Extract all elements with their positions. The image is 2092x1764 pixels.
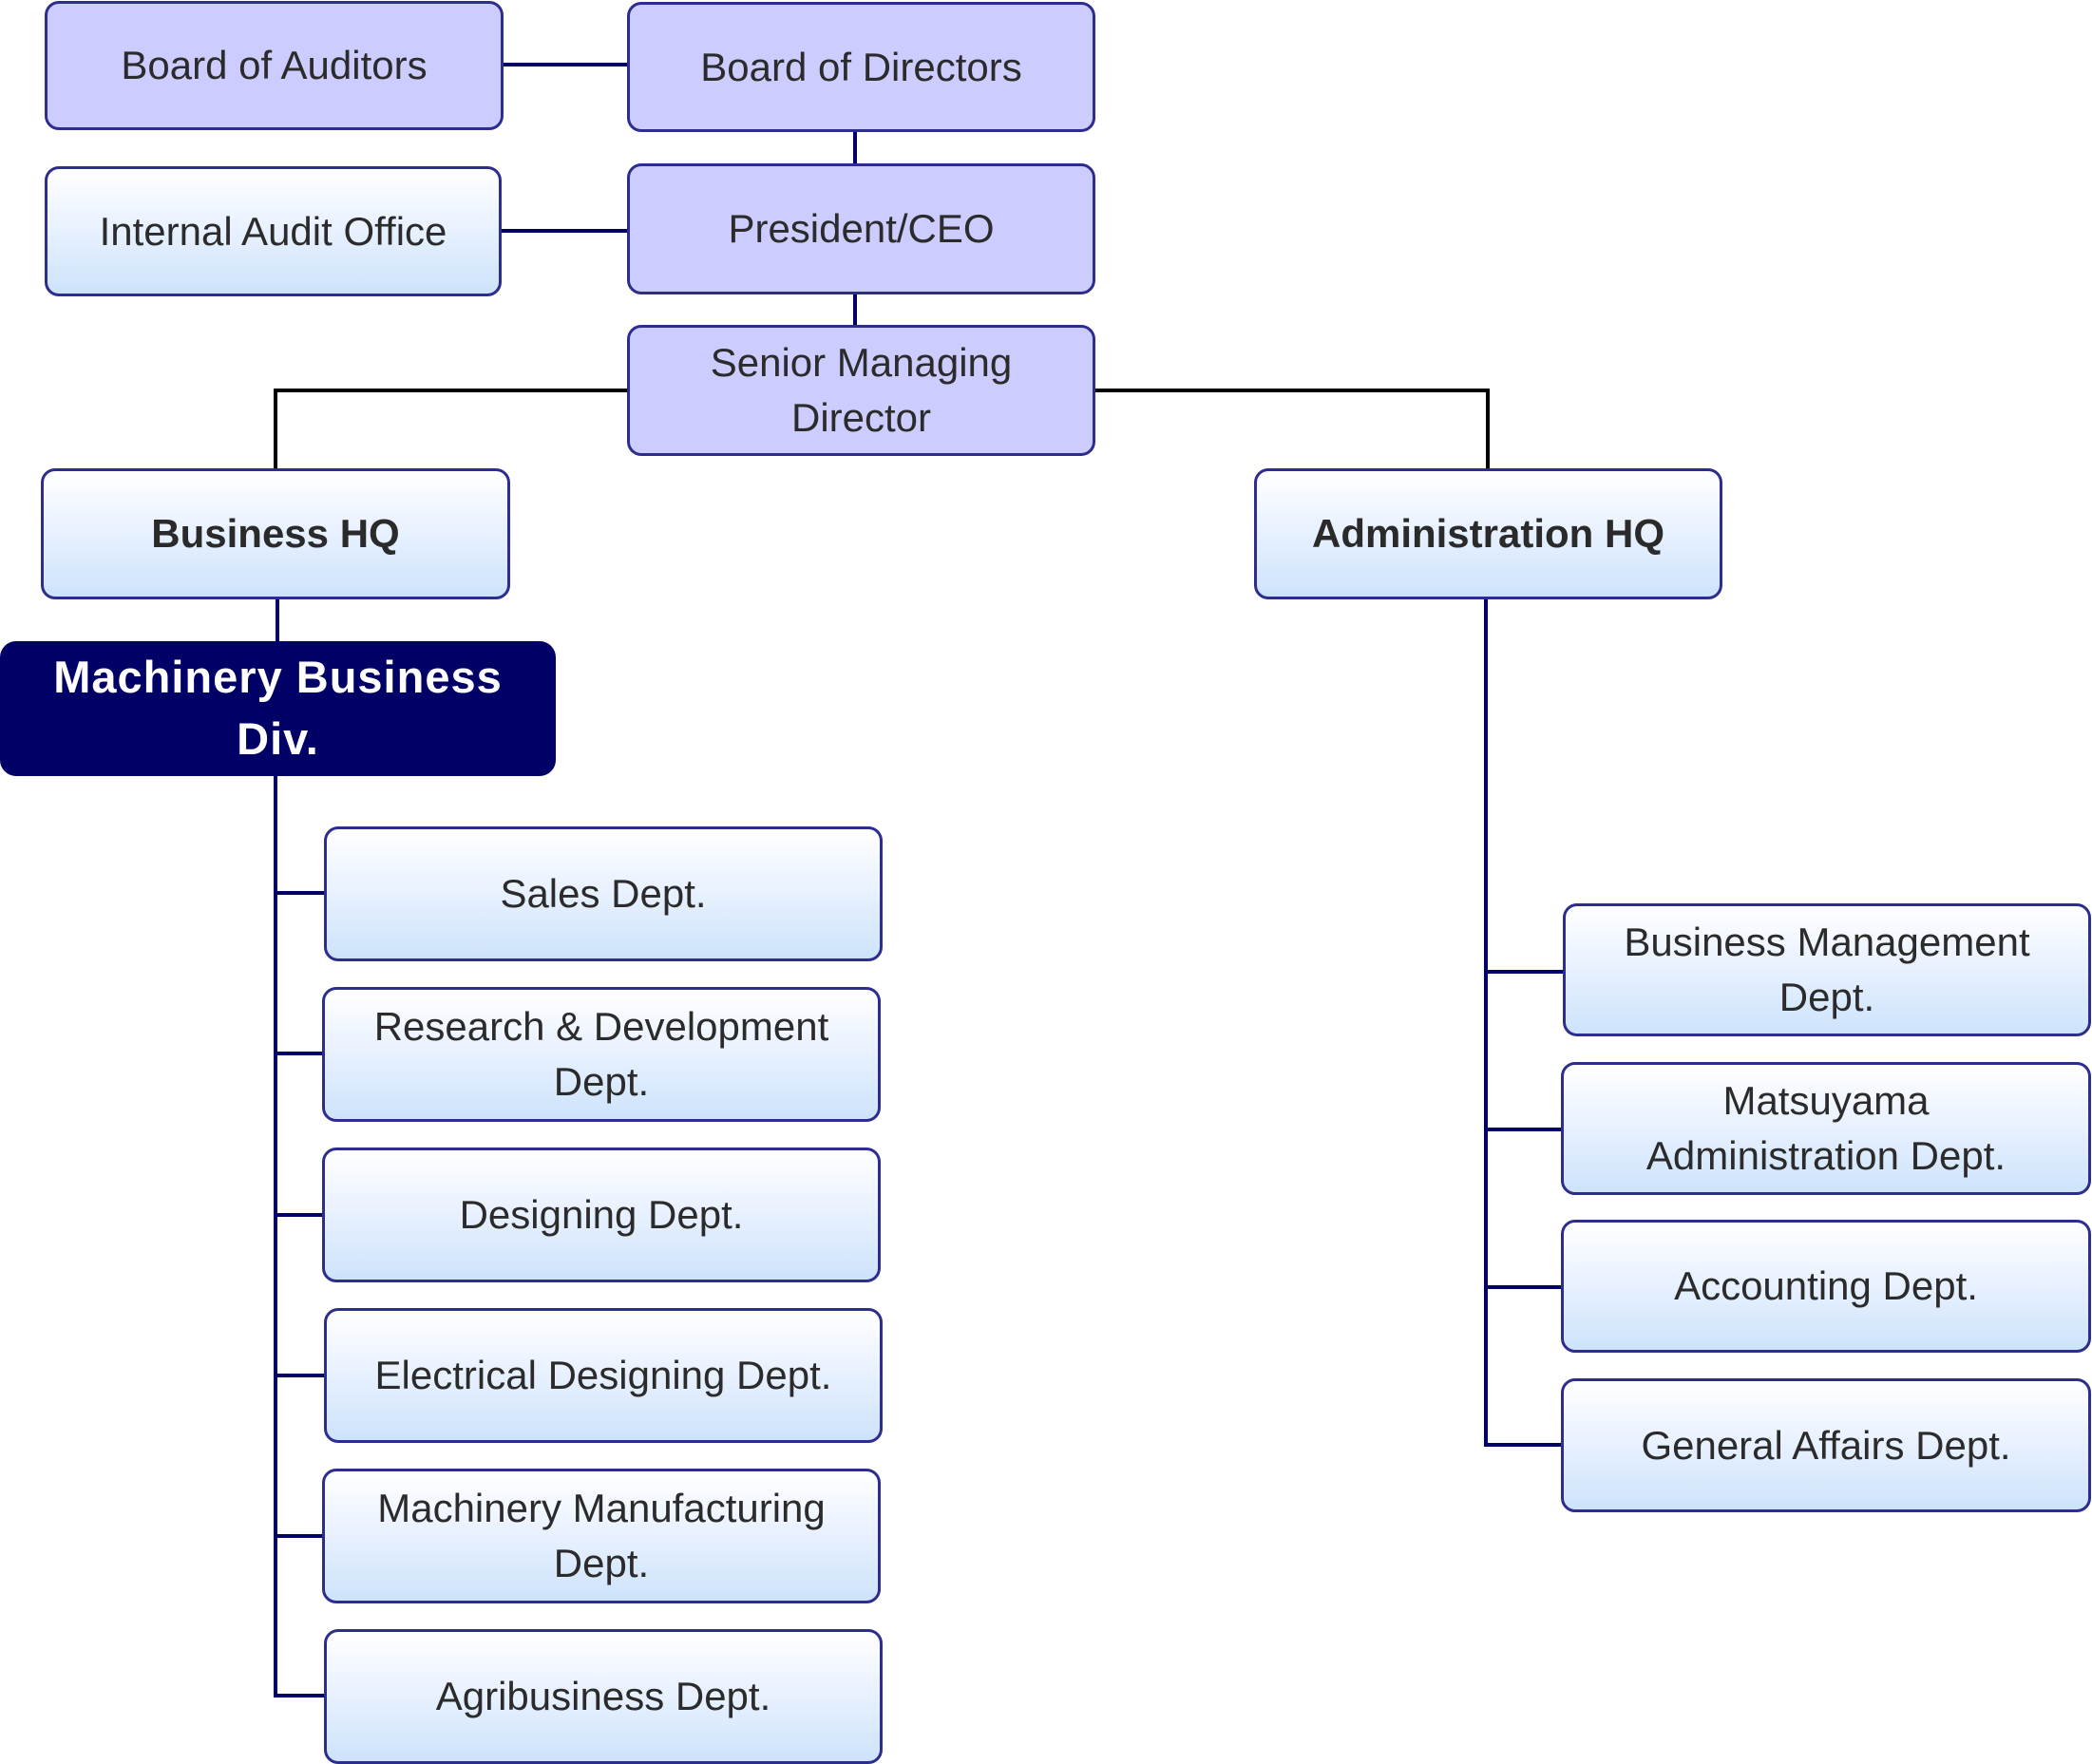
connector-senior-director-admin-hq bbox=[1094, 389, 1490, 470]
rd-dept-box: Research & Development Dept. bbox=[322, 987, 881, 1122]
matsuyama-administration-dept-box: Matsuyama Administration Dept. bbox=[1561, 1062, 2091, 1195]
agribusiness-dept-box: Agribusiness Dept. bbox=[324, 1629, 883, 1764]
business-management-dept-label: Business Management Dept. bbox=[1624, 920, 2030, 1019]
president-ceo-label: President/CEO bbox=[728, 206, 995, 252]
internal-audit-office-label: Internal Audit Office bbox=[99, 208, 447, 254]
board-of-auditors-box: Board of Auditors bbox=[45, 1, 504, 130]
board-of-directors-box: Board of Directors bbox=[627, 2, 1095, 132]
matsuyama-administration-dept-label: Matsuyama Administration Dept. bbox=[1645, 1078, 2006, 1178]
general-affairs-dept-label: General Affairs Dept. bbox=[1641, 1422, 2011, 1468]
electrical-designing-dept-label: Electrical Designing Dept. bbox=[374, 1353, 832, 1398]
machinery-business-division-label: Machinery Business Div. bbox=[53, 652, 503, 764]
administration-hq-box: Administration HQ bbox=[1254, 468, 1722, 599]
machinery-manufacturing-dept-box: Machinery Manufacturing Dept. bbox=[322, 1469, 881, 1603]
machinery-manufacturing-dept-label: Machinery Manufacturing Dept. bbox=[377, 1486, 826, 1585]
president-ceo-box: President/CEO bbox=[627, 163, 1095, 294]
rd-dept-label: Research & Development Dept. bbox=[373, 1004, 829, 1104]
business-management-dept-box: Business Management Dept. bbox=[1563, 903, 2091, 1036]
business-hq-box: Business HQ bbox=[41, 468, 510, 599]
electrical-designing-dept-box: Electrical Designing Dept. bbox=[324, 1308, 883, 1443]
board-of-directors-label: Board of Directors bbox=[700, 44, 1022, 89]
senior-managing-director-box: Senior Managing Director bbox=[627, 325, 1095, 456]
business-hq-label: Business HQ bbox=[151, 511, 400, 557]
general-affairs-dept-box: General Affairs Dept. bbox=[1561, 1378, 2091, 1512]
internal-audit-office-box: Internal Audit Office bbox=[45, 166, 502, 296]
designing-dept-box: Designing Dept. bbox=[322, 1148, 881, 1282]
board-of-auditors-label: Board of Auditors bbox=[121, 43, 428, 88]
connector-senior-director-business-hq bbox=[274, 389, 628, 470]
sales-dept-box: Sales Dept. bbox=[324, 826, 883, 961]
sales-dept-label: Sales Dept. bbox=[500, 871, 707, 917]
administration-hq-label: Administration HQ bbox=[1311, 511, 1664, 557]
machinery-business-division-box: Machinery Business Div. bbox=[0, 641, 556, 776]
accounting-dept-box: Accounting Dept. bbox=[1561, 1220, 2091, 1353]
accounting-dept-label: Accounting Dept. bbox=[1674, 1263, 1978, 1309]
designing-dept-label: Designing Dept. bbox=[459, 1192, 744, 1238]
agribusiness-dept-label: Agribusiness Dept. bbox=[435, 1674, 771, 1719]
senior-managing-director-label: Senior Managing Director bbox=[710, 340, 1013, 440]
